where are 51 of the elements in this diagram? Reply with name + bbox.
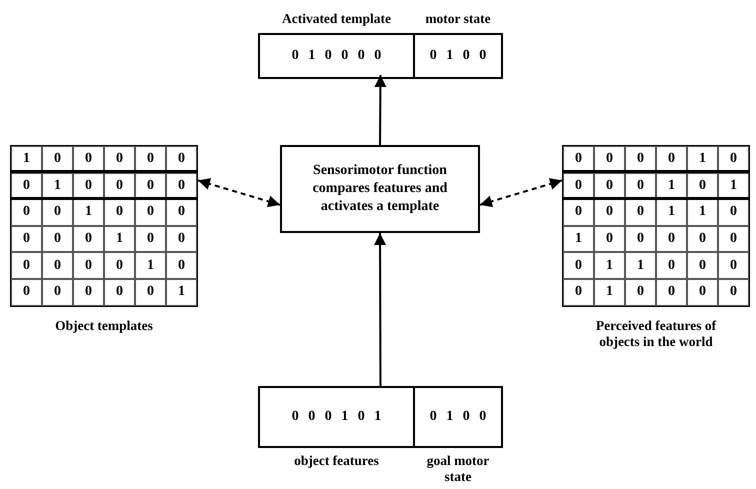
matrix-value: 0 bbox=[687, 226, 718, 252]
matrix-value: 0 bbox=[687, 278, 718, 306]
binary-vector: 0 1 0 0 bbox=[413, 386, 503, 448]
matrix-value: 1 bbox=[594, 278, 625, 306]
matrix-value: 0 bbox=[656, 278, 687, 306]
arrow bbox=[480, 178, 562, 208]
matrix-caption: Perceived features of objects in the world bbox=[594, 318, 718, 350]
matrix-value: 0 bbox=[73, 226, 104, 252]
process-box bbox=[280, 145, 480, 233]
matrix-value: 0 bbox=[42, 278, 73, 306]
vector-caption: goal motor state bbox=[426, 453, 490, 485]
matrix-value: 0 bbox=[718, 252, 749, 279]
matrix-value: 0 bbox=[625, 226, 656, 252]
binary-vector: 0 1 0 0 0 0 bbox=[258, 33, 415, 79]
matrix-value: 0 bbox=[166, 252, 197, 279]
matrix-value: 0 bbox=[73, 278, 104, 306]
matrix-value: 0 bbox=[104, 278, 135, 306]
matrix-value: 0 bbox=[73, 252, 104, 279]
vector-caption: object features bbox=[293, 453, 380, 469]
matrix-caption: Object templates bbox=[54, 318, 154, 334]
matrix-value: 0 bbox=[11, 226, 42, 252]
matrix-value: 0 bbox=[594, 226, 625, 252]
matrix-value: 0 bbox=[656, 226, 687, 252]
matrix-value: 1 bbox=[166, 278, 197, 306]
matrix-value: 0 bbox=[718, 226, 749, 252]
matrix-value: 0 bbox=[166, 226, 197, 252]
matrix-value: 0 bbox=[563, 278, 594, 306]
arrow bbox=[198, 178, 280, 208]
binary-vector: 0 1 0 0 bbox=[413, 33, 503, 79]
matrix-value: 0 bbox=[656, 252, 687, 279]
vector-heading: motor state bbox=[424, 11, 492, 27]
matrix-value: 0 bbox=[135, 278, 166, 306]
matrix-value: 0 bbox=[718, 278, 749, 306]
matrix-value: 0 bbox=[687, 252, 718, 279]
matrix-value: 1 bbox=[594, 252, 625, 279]
matrix-value: 1 bbox=[135, 252, 166, 279]
matrix-value: 0 bbox=[11, 252, 42, 279]
matrix-value: 0 bbox=[104, 252, 135, 279]
matrix-value: 0 bbox=[42, 226, 73, 252]
matrix-value: 0 bbox=[625, 278, 656, 306]
matrix-value: 1 bbox=[625, 252, 656, 279]
matrix-value: 0 bbox=[11, 278, 42, 306]
matrix-value: 1 bbox=[104, 226, 135, 252]
arrow bbox=[374, 75, 386, 145]
arrow bbox=[374, 233, 386, 386]
matrix-value: 0 bbox=[135, 226, 166, 252]
binary-vector: 0 0 0 1 0 1 bbox=[258, 386, 415, 448]
matrix-value: 0 bbox=[563, 252, 594, 279]
matrix-value: 0 bbox=[42, 252, 73, 279]
process-text: Sensorimotor function compares features and activates a template bbox=[312, 162, 448, 216]
matrix-value: 1 bbox=[563, 226, 594, 252]
